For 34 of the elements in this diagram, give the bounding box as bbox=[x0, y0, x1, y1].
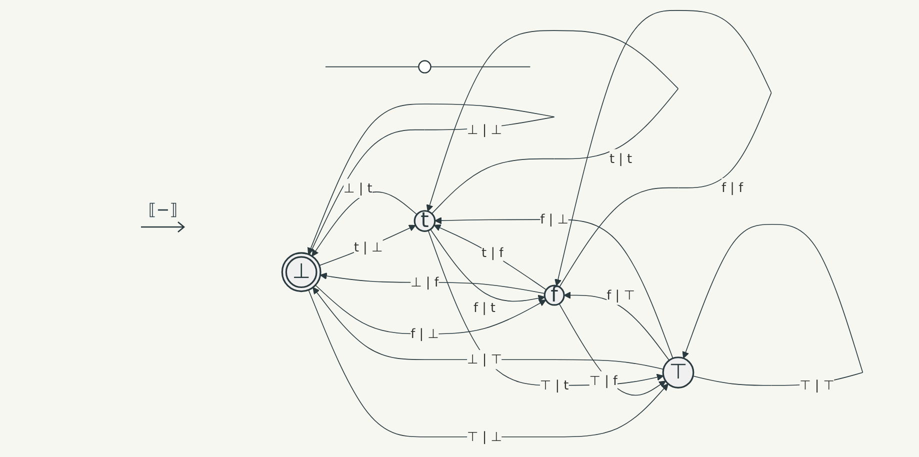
edge-label: t | t bbox=[609, 150, 632, 166]
edge-label: ⊤ | ⊥ bbox=[467, 428, 502, 444]
node-circle: f bbox=[544, 284, 565, 306]
edge-label: t | f bbox=[482, 245, 504, 260]
arrow bbox=[312, 192, 418, 257]
edge-label: ⊤ | ⊤ bbox=[800, 377, 835, 393]
arrow bbox=[434, 224, 547, 290]
node-circle bbox=[418, 60, 432, 74]
node-circle: t bbox=[414, 210, 436, 232]
edge-label: f | ⊥ bbox=[410, 326, 439, 342]
connector bbox=[325, 66, 420, 68]
edge-label: ⊤ | t bbox=[540, 377, 569, 393]
arrow bbox=[315, 284, 546, 334]
arrow bbox=[320, 272, 546, 294]
arrow bbox=[564, 292, 670, 361]
operator-label: ⟦−⟧ bbox=[148, 200, 178, 219]
edge-label: f | f bbox=[722, 180, 744, 196]
arrow bbox=[558, 303, 666, 396]
arrow bbox=[430, 228, 546, 302]
arrow bbox=[312, 287, 664, 370]
edge-label: ⊥ | ⊤ bbox=[467, 352, 502, 367]
edge-label: f | t bbox=[473, 300, 496, 316]
arrow bbox=[318, 224, 416, 266]
connector bbox=[430, 66, 531, 68]
edge-label: ⊥ | f bbox=[410, 274, 439, 290]
edge-label: f | ⊤ bbox=[606, 287, 635, 303]
node-circle: ⊤ bbox=[662, 356, 694, 388]
node-circle: ⊥ bbox=[281, 252, 322, 292]
edge-label: f | ⊥ bbox=[540, 212, 568, 227]
edge-label: t | ⊥ bbox=[354, 239, 383, 255]
edge-label: ⊥ | ⊥ bbox=[467, 122, 502, 138]
arrow bbox=[308, 289, 668, 438]
edge-label: ⊤ | f bbox=[589, 372, 618, 388]
edge-label: ⊥ | t bbox=[344, 180, 372, 196]
